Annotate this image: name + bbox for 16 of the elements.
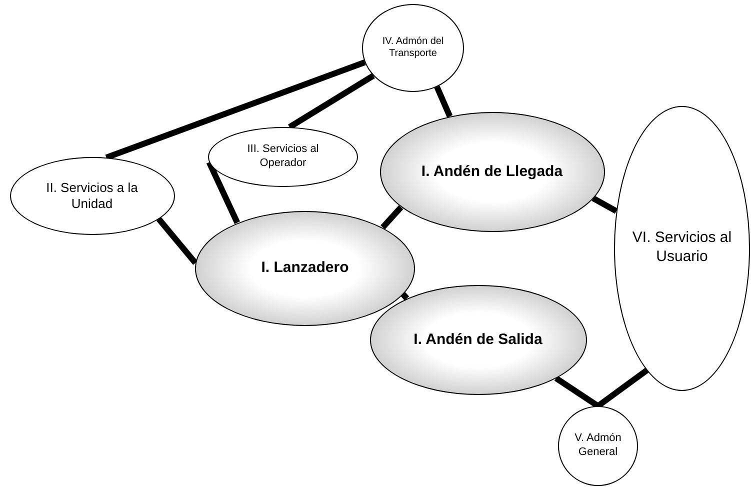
- node-label: I. Andén de Salida: [414, 330, 542, 350]
- node-label: III. Servicios al Operador: [246, 143, 320, 171]
- node-label: II. Servicios a la Unidad: [45, 180, 139, 212]
- node-label: IV. Admón del Transporte: [381, 36, 445, 60]
- connector-line: [596, 368, 649, 408]
- connector-line: [380, 205, 404, 230]
- node-label: VI. Servicios al Usuario: [631, 229, 733, 267]
- connector-line: [592, 196, 618, 214]
- connector-line: [554, 376, 600, 408]
- connector-line: [206, 160, 240, 224]
- connector-line: [434, 86, 453, 118]
- connector-line: [288, 73, 375, 130]
- node-label: I. Andén de Llegada: [421, 162, 563, 182]
- connector-line: [156, 217, 198, 265]
- node-label: V. Admón General: [574, 432, 622, 460]
- node-label: I. Lanzadero: [261, 258, 349, 278]
